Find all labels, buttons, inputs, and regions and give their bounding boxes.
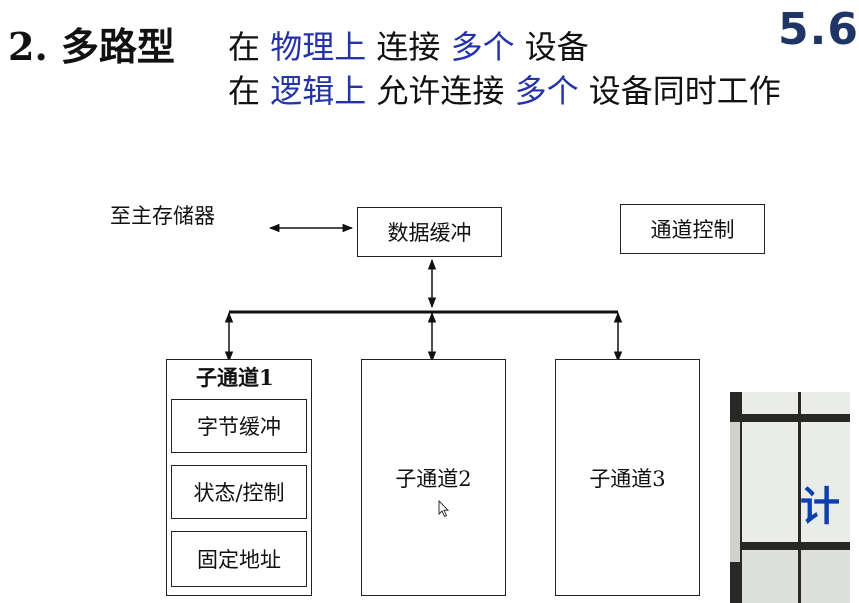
line1-suffix: 设备 — [524, 28, 589, 66]
line2-highlight-multiple: 多个 — [514, 72, 579, 110]
data-buffer-box: 数据缓冲 — [357, 207, 502, 257]
status-control-box: 状态/控制 — [171, 465, 307, 519]
line2-highlight-logical: 逻辑上 — [270, 72, 367, 110]
subchannel2-box: 子通道2 — [361, 359, 506, 596]
description-line-1: 在 物理上 连接 多个 设备 — [228, 22, 589, 68]
description-line-2: 在 逻辑上 允许连接 多个 设备同时工作 — [228, 66, 781, 112]
line2-mid: 允许连接 — [376, 72, 505, 110]
section-heading: 2. 多路型 — [8, 24, 175, 69]
line2-suffix: 设备同时工作 — [588, 72, 781, 110]
video-overlay: 计 — [730, 392, 850, 603]
subchannel3-box: 子通道3 — [555, 359, 700, 596]
mouse-cursor-icon — [438, 499, 450, 518]
channel-control-box: 通道控制 — [620, 204, 765, 254]
subchannel1-title: 子通道1 — [196, 365, 274, 390]
slide-number: 5.6 — [778, 4, 859, 55]
video-overlay-text: 计 — [800, 484, 840, 530]
line1-mid: 连接 — [376, 28, 441, 66]
line1-highlight-multiple: 多个 — [450, 28, 515, 66]
fixed-address-box: 固定地址 — [171, 531, 307, 587]
byte-buffer-box: 字节缓冲 — [171, 399, 307, 453]
line1-highlight-physical: 物理上 — [270, 28, 367, 66]
main-memory-label: 至主存储器 — [110, 204, 215, 228]
line1-prefix: 在 — [228, 28, 261, 66]
line2-prefix: 在 — [228, 72, 261, 110]
